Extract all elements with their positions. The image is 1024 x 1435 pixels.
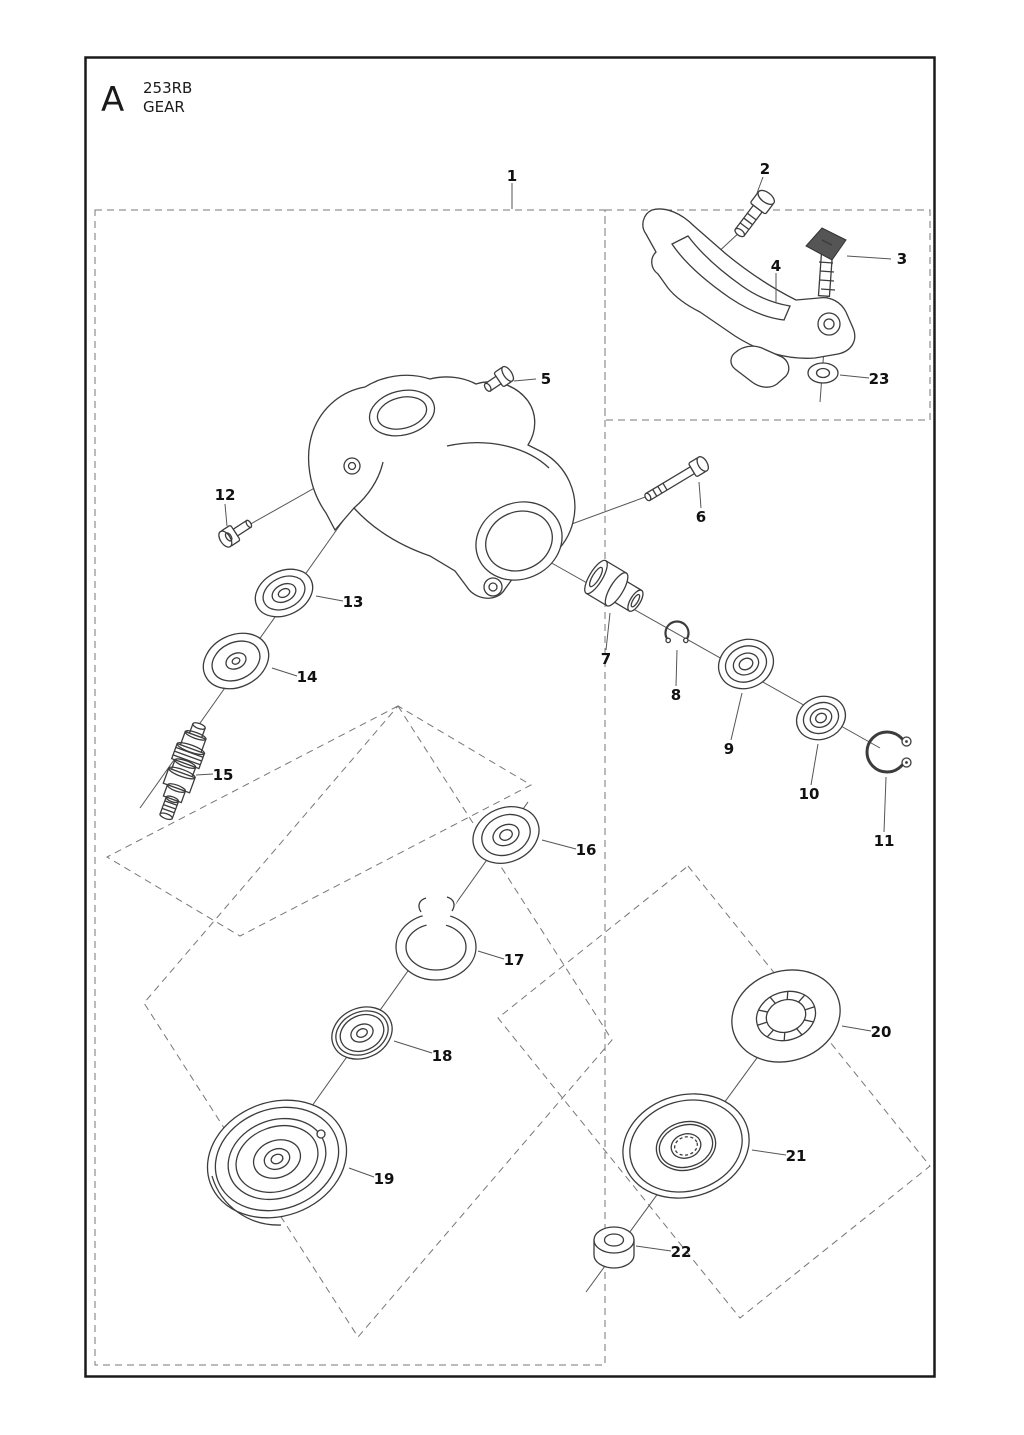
part-label-20: 20 xyxy=(871,1023,892,1041)
part-19-drum xyxy=(206,1099,348,1226)
part-13-bearing xyxy=(254,568,314,618)
part-7-spacer xyxy=(584,559,644,612)
part-23-washer xyxy=(807,362,839,384)
group-box-drum xyxy=(143,705,613,1338)
part-15-gear-shaft xyxy=(159,722,207,821)
group-box-main xyxy=(94,209,606,1366)
label-leader-lines xyxy=(195,176,892,1252)
part-label-22: 22 xyxy=(671,1243,692,1261)
group-boxes xyxy=(94,209,931,1366)
part-label-14: 14 xyxy=(297,668,318,686)
part-8-snap-ring xyxy=(664,620,690,644)
part-label-1: 1 xyxy=(507,167,517,185)
group-box-shaft xyxy=(105,705,533,937)
part-12-screw xyxy=(218,519,253,548)
part-label-23: 23 xyxy=(869,370,890,388)
section-letter: A xyxy=(101,80,124,120)
part-label-9: 9 xyxy=(724,740,734,758)
part-label-11: 11 xyxy=(874,832,895,850)
part-label-12: 12 xyxy=(215,486,236,504)
part-18-seal xyxy=(331,1006,393,1060)
part-label-13: 13 xyxy=(343,593,364,611)
part-labels: 1 2 3 4 5 6 7 8 9 10 11 12 13 14 15 16 1… xyxy=(213,160,908,1261)
header: A 253RB GEAR xyxy=(101,79,192,120)
part-14-dust-cup xyxy=(202,632,270,690)
group-box-flange xyxy=(497,865,931,1319)
part-label-10: 10 xyxy=(799,785,820,803)
part-label-16: 16 xyxy=(576,841,597,859)
part-label-6: 6 xyxy=(696,508,706,526)
part-11-circlip xyxy=(865,730,922,774)
part-17-snap-ring xyxy=(395,896,477,981)
model-code: 253RB xyxy=(143,79,192,97)
part-9-bearing xyxy=(717,638,775,690)
page-border xyxy=(84,56,936,1378)
part-20-lock-plate xyxy=(731,969,841,1063)
part-4-clamp-bracket xyxy=(642,208,856,388)
part-10-bearing xyxy=(795,695,847,741)
part-label-19: 19 xyxy=(374,1170,395,1188)
part-label-5: 5 xyxy=(541,370,551,388)
part-label-18: 18 xyxy=(432,1047,453,1065)
part-5-screw xyxy=(483,365,515,392)
section-title: GEAR xyxy=(143,98,185,116)
part-label-3: 3 xyxy=(897,250,907,268)
gear-housing xyxy=(307,374,576,599)
part-label-7: 7 xyxy=(601,650,611,668)
part-label-8: 8 xyxy=(671,686,681,704)
part-3-clamp-screw xyxy=(805,227,847,298)
part-label-4: 4 xyxy=(771,257,781,275)
part-label-2: 2 xyxy=(760,160,770,178)
part-label-21: 21 xyxy=(786,1147,807,1165)
part-2-bolt xyxy=(734,189,776,238)
part-6-bolt xyxy=(644,456,710,502)
part-label-15: 15 xyxy=(213,766,234,784)
part-22-collar-nut xyxy=(593,1226,635,1269)
part-21-support-flange xyxy=(622,1093,750,1199)
part-label-17: 17 xyxy=(504,951,525,969)
part-16-bearing xyxy=(472,806,540,864)
